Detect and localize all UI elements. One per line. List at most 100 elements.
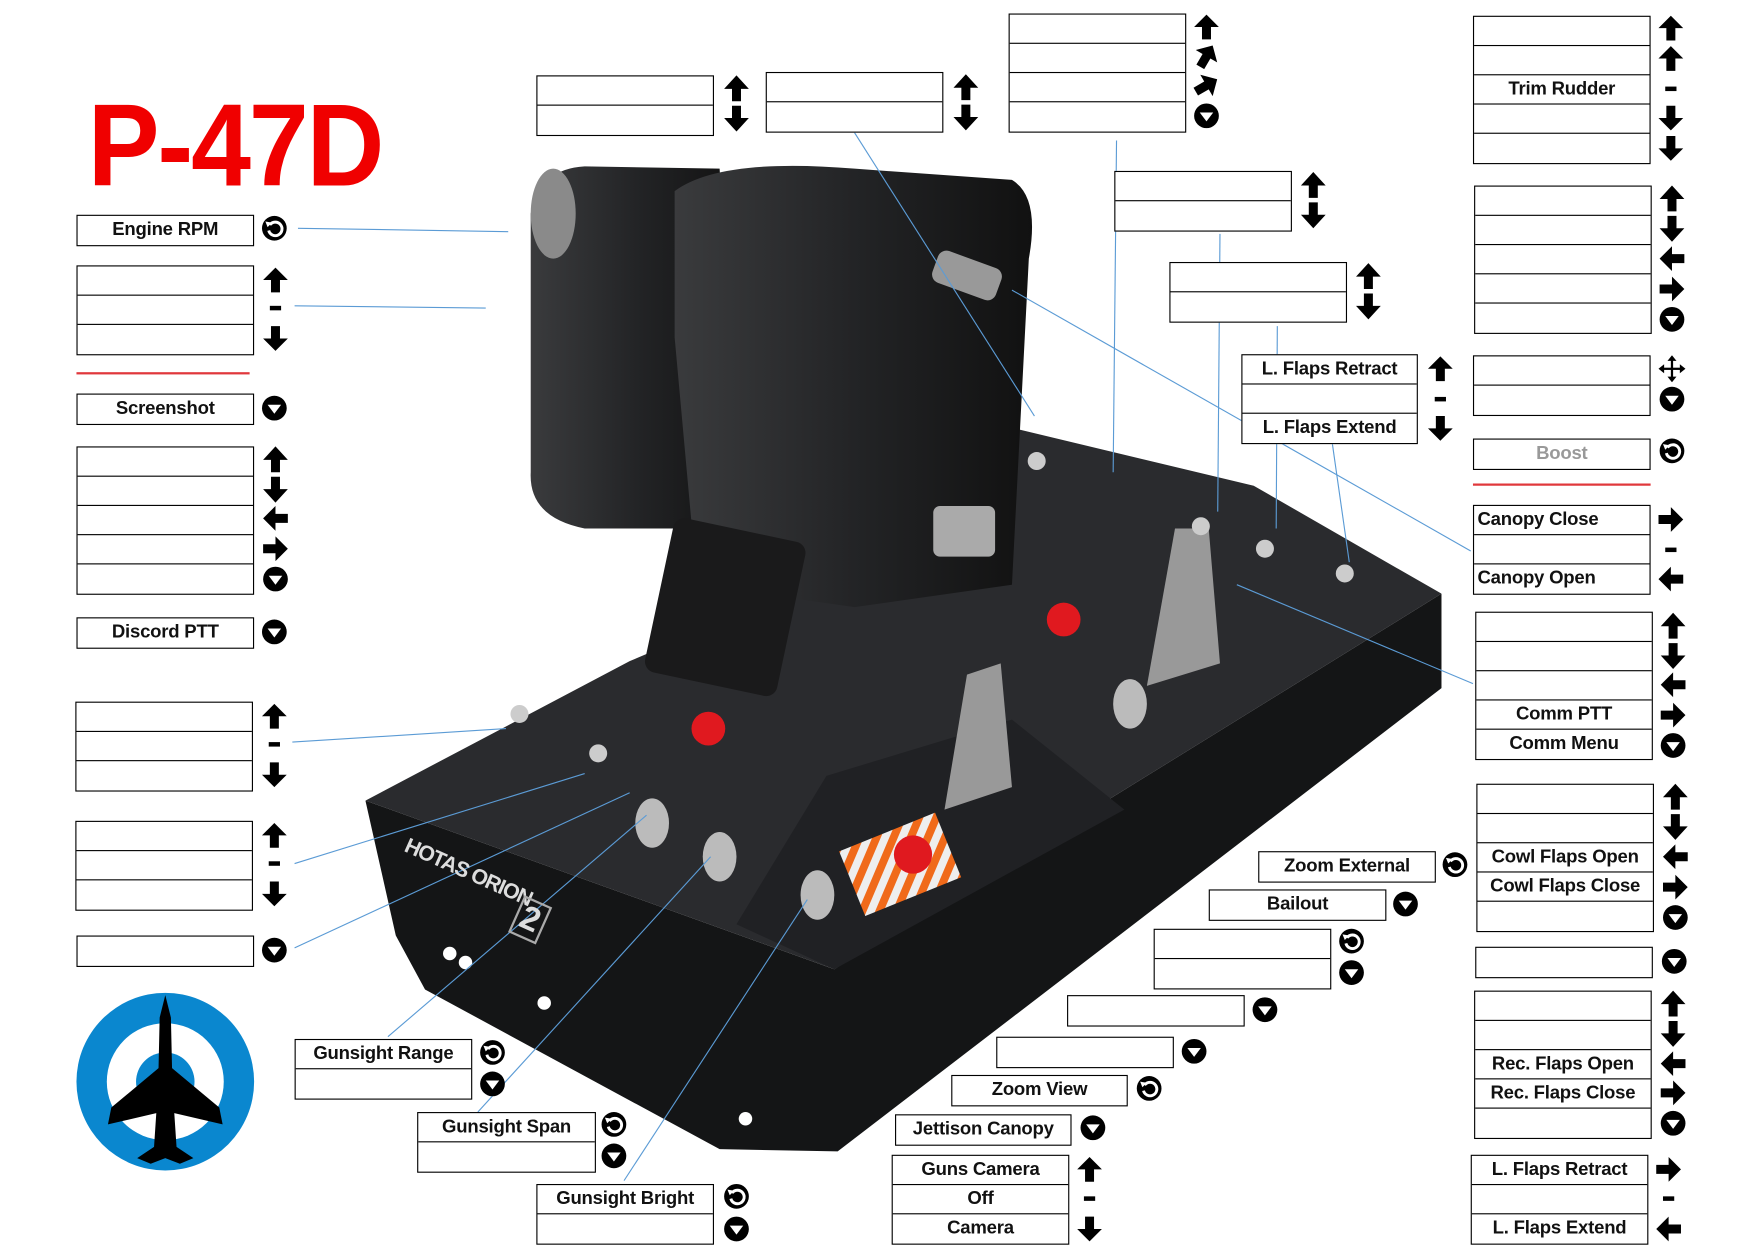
leader-line: [1236, 584, 1474, 685]
binding-field[interactable]: [1475, 245, 1651, 275]
binding-field[interactable]: [76, 822, 252, 852]
binding-field[interactable]: [537, 1214, 712, 1243]
binding-field[interactable]: [1068, 996, 1243, 1025]
arrow-updown-icon: [952, 73, 979, 131]
binding-field[interactable]: [1475, 187, 1651, 216]
binding-field[interactable]: Engine RPM: [112, 219, 219, 240]
binding-field[interactable]: [1474, 105, 1650, 134]
leader-line: [294, 305, 486, 309]
binding-field[interactable]: Gunsight Span: [418, 1113, 595, 1143]
binding-field[interactable]: Discord PTT: [111, 621, 219, 643]
binding-field[interactable]: [1474, 46, 1650, 76]
binding-field[interactable]: [1475, 992, 1651, 1021]
binding-field[interactable]: L. Flaps Retract: [1242, 355, 1417, 385]
binding-field[interactable]: [1477, 814, 1653, 844]
binding-field[interactable]: [77, 506, 253, 536]
binding-field[interactable]: [1154, 930, 1331, 960]
binding-field[interactable]: L. Flaps Extend: [1492, 1217, 1627, 1238]
binding-field[interactable]: [1476, 613, 1652, 643]
divider: [1472, 483, 1651, 486]
binding-field[interactable]: Cowl Flaps Close: [1477, 873, 1653, 902]
binding-field[interactable]: [296, 1069, 471, 1098]
binding-field[interactable]: [77, 296, 253, 325]
binding-field[interactable]: [1477, 902, 1652, 931]
binding-field[interactable]: [1476, 671, 1652, 701]
binding-field[interactable]: [1476, 948, 1651, 977]
grp-a-binding-group: [76, 265, 255, 356]
binding-field[interactable]: Zoom View: [991, 1079, 1088, 1100]
binding-field[interactable]: Gunsight Bright: [537, 1185, 713, 1215]
binding-field[interactable]: [1471, 1185, 1648, 1215]
binding-field[interactable]: Zoom External: [1284, 855, 1410, 876]
binding-field[interactable]: [1475, 274, 1651, 304]
binding-field[interactable]: Comm PTT: [1476, 701, 1652, 730]
binding-field[interactable]: Rec. Flaps Open: [1475, 1050, 1651, 1080]
binding-field[interactable]: [76, 761, 251, 790]
arrow-up-icon: [261, 703, 288, 730]
arrow-up-right-icon: [1193, 43, 1220, 70]
binding-field[interactable]: L. Flaps Extend: [1262, 417, 1397, 438]
binding-field[interactable]: Camera: [947, 1217, 1014, 1238]
binding-field[interactable]: [77, 266, 253, 296]
binding-field[interactable]: [77, 448, 253, 477]
binding-field[interactable]: [1010, 102, 1185, 131]
binding-field[interactable]: [76, 880, 251, 909]
binding-field[interactable]: Trim Rudder: [1474, 75, 1650, 105]
binding-field[interactable]: [76, 703, 252, 732]
binding-field[interactable]: [1475, 304, 1650, 333]
binding-field[interactable]: [1476, 642, 1652, 672]
circle-down-icon: [600, 1142, 627, 1169]
binding-field[interactable]: Gunsight Range: [295, 1040, 472, 1070]
binding-field[interactable]: [1477, 785, 1653, 815]
binding-field[interactable]: Guns Camera: [892, 1156, 1069, 1186]
binding-field[interactable]: [1170, 263, 1346, 293]
binding-field[interactable]: [1475, 216, 1651, 246]
binding-field[interactable]: [78, 325, 253, 354]
arrow-right-icon: [1660, 1079, 1687, 1106]
binding-field[interactable]: [1475, 1021, 1651, 1051]
binding-field[interactable]: Boost: [1536, 443, 1588, 464]
binding-field[interactable]: [1115, 201, 1290, 230]
circle-down-icon: [1251, 996, 1278, 1023]
binding-field[interactable]: [1242, 385, 1417, 414]
binding-field[interactable]: [78, 937, 253, 966]
binding-field[interactable]: [997, 1038, 1172, 1067]
binding-field[interactable]: [76, 732, 252, 762]
device-base-side: [365, 593, 1442, 1152]
binding-field[interactable]: L. Flaps Retract: [1471, 1156, 1648, 1186]
binding-field[interactable]: [1474, 386, 1649, 415]
binding-field[interactable]: Screenshot: [115, 398, 215, 419]
binding-field[interactable]: [1474, 535, 1650, 565]
binding-field[interactable]: [1474, 17, 1650, 47]
binding-field[interactable]: [418, 1142, 595, 1171]
binding-field[interactable]: Canopy Close: [1474, 506, 1650, 536]
binding-field[interactable]: [767, 102, 942, 131]
binding-field[interactable]: [1475, 1109, 1650, 1138]
binding-field[interactable]: [78, 564, 253, 593]
binding-field[interactable]: [1009, 15, 1186, 44]
binding-field[interactable]: Comm Menu: [1509, 733, 1619, 754]
binding-field[interactable]: [537, 76, 713, 106]
binding-field[interactable]: Rec. Flaps Close: [1475, 1079, 1651, 1109]
arrow-up-icon: [1657, 15, 1684, 42]
binding-field[interactable]: [537, 106, 712, 135]
binding-field[interactable]: [76, 851, 252, 881]
binding-field[interactable]: [1171, 292, 1346, 321]
binding-field[interactable]: [766, 73, 943, 103]
binding-field[interactable]: [1009, 44, 1186, 74]
binding-field[interactable]: Bailout: [1266, 893, 1329, 915]
binding-field[interactable]: [1474, 134, 1649, 163]
binding-field[interactable]: Off: [892, 1185, 1069, 1215]
binding-field[interactable]: [1009, 73, 1186, 103]
binding-field[interactable]: Canopy Open: [1477, 567, 1596, 589]
binding-field[interactable]: [1115, 172, 1291, 202]
binding-field[interactable]: [1155, 959, 1330, 988]
rotate-icon: [600, 1111, 627, 1138]
throttle-stem: [644, 518, 806, 697]
binding-field[interactable]: [77, 477, 253, 506]
arrow-right-up-icon: [1193, 72, 1220, 99]
binding-field[interactable]: [1474, 356, 1650, 386]
binding-field[interactable]: Jettison Canopy: [912, 1118, 1054, 1140]
binding-field[interactable]: Cowl Flaps Open: [1477, 843, 1653, 873]
binding-field[interactable]: [77, 535, 253, 565]
